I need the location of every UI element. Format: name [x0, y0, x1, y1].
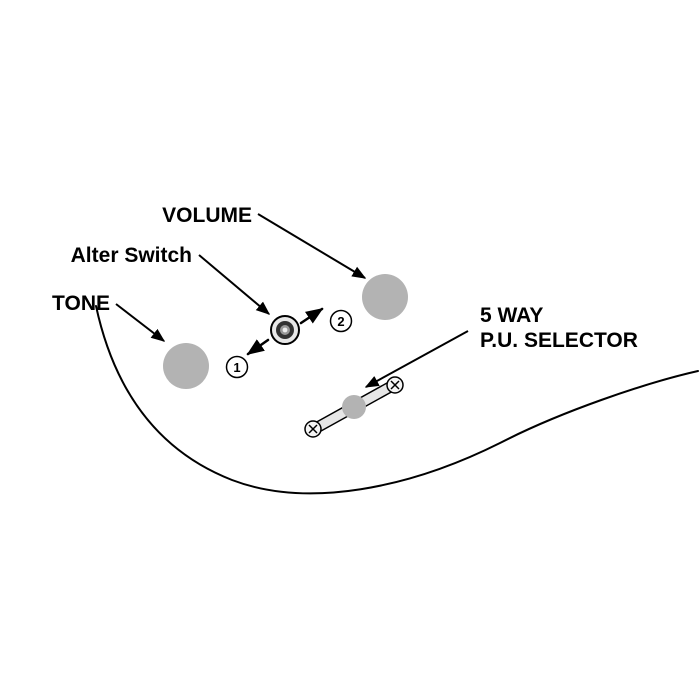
selector-screw-upper — [386, 376, 404, 394]
tone-label: TONE — [52, 292, 110, 315]
selector-label-line1: 5 WAY — [480, 304, 543, 327]
position-1-circle — [225, 355, 249, 379]
position-2-badge: 2 — [329, 309, 353, 333]
position-2-number: 2 — [337, 314, 344, 329]
volume-label: VOLUME — [162, 204, 252, 227]
volume-leader-line — [257, 213, 367, 279]
position-1-number: 1 — [233, 360, 240, 375]
selector-label-line2: P.U. SELECTOR — [480, 329, 638, 352]
position-1-badge: 1 — [225, 355, 249, 379]
tone-knob — [163, 343, 209, 389]
tone-leader-line — [115, 303, 166, 342]
alter-switch-leader-line — [198, 254, 271, 315]
alter-switch — [270, 315, 300, 345]
direction-arrow-2 — [299, 307, 324, 325]
selector-screw-upper-slot-b — [390, 380, 400, 390]
alter-switch-label: Alter Switch — [71, 244, 192, 267]
selector-screw-lower — [304, 420, 322, 438]
volume-knob — [362, 274, 408, 320]
selector-center-knob — [342, 395, 366, 419]
selector-leader-line — [364, 330, 469, 388]
position-2-circle — [329, 309, 353, 333]
alter-switch-center — [282, 327, 288, 333]
selector-screw-lower-slot-b — [308, 424, 318, 434]
pickup-selector — [304, 376, 404, 438]
guitar-body-outline — [95, 305, 699, 495]
direction-arrow-1 — [246, 338, 270, 356]
